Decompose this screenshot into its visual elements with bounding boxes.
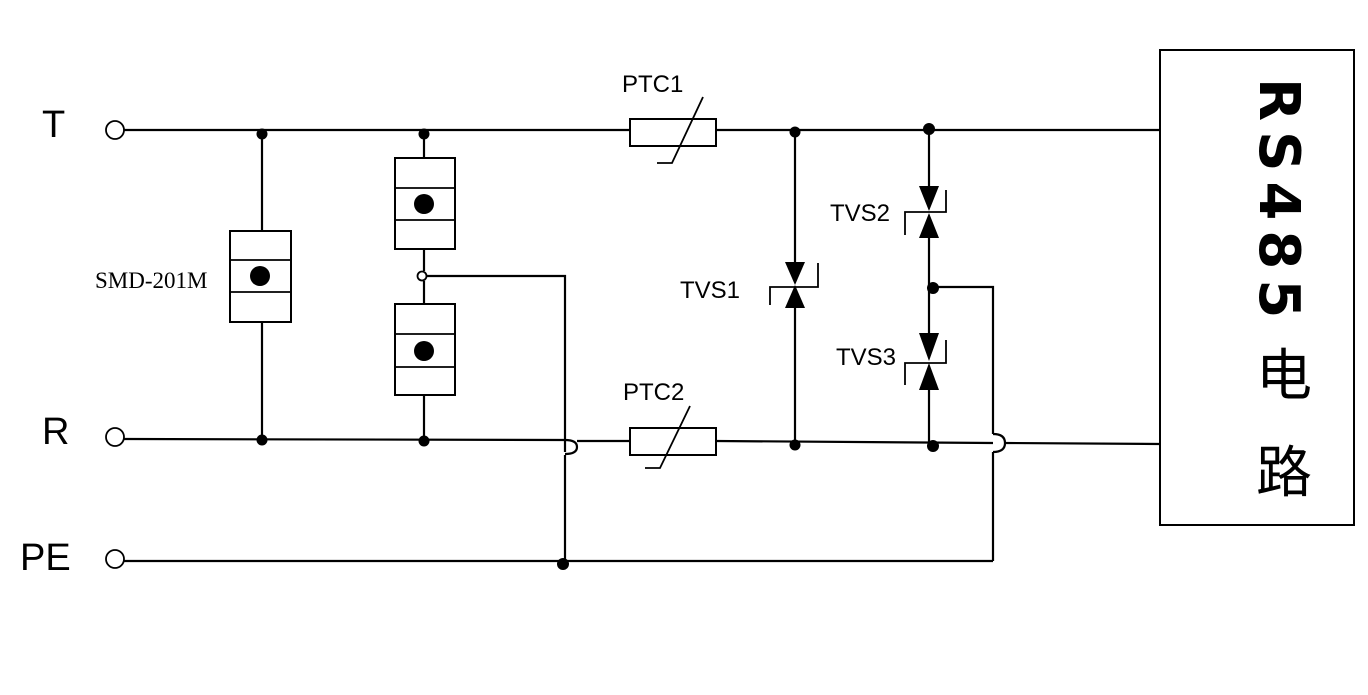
junction-dot — [256, 434, 268, 446]
terminal-pe — [105, 549, 125, 569]
tvs2-diode — [904, 133, 947, 333]
tvs-midpoint-to-pe — [933, 285, 1007, 561]
tvs3-diode — [904, 333, 947, 446]
terminal-label-r: R — [42, 411, 69, 453]
gdt-dual — [394, 134, 567, 561]
ptc1-thermistor — [629, 96, 717, 164]
terminal-label-pe: PE — [20, 537, 71, 579]
rs485-title: RS485 — [1246, 78, 1311, 328]
terminal-r — [105, 427, 125, 447]
junction-dot — [789, 439, 801, 451]
junction-dot — [418, 435, 430, 447]
svg-text:RS485: RS485 — [1246, 78, 1311, 328]
rs485-subtitle-1: 电 — [1256, 344, 1312, 409]
junction-dot — [256, 128, 268, 140]
ptc1-label: PTC1 — [622, 71, 683, 98]
junction-dot — [927, 282, 939, 294]
ptc2-thermistor — [629, 405, 717, 469]
tvs2-label: TVS2 — [830, 200, 890, 227]
junction-dot — [927, 440, 939, 452]
junction-dot — [789, 126, 801, 138]
terminal-t — [105, 120, 125, 140]
gdt-smd-201m — [229, 134, 292, 439]
terminal-label-t: T — [42, 104, 65, 146]
tvs3-label: TVS3 — [836, 344, 896, 371]
smd-label: SMD-201M — [95, 268, 207, 293]
junction-dot — [418, 128, 430, 140]
tvs1-label: TVS1 — [680, 277, 740, 304]
line-r — [123, 437, 1161, 456]
ptc2-label: PTC2 — [623, 379, 684, 406]
junction-dot — [557, 558, 569, 570]
tvs1-diode — [769, 133, 819, 444]
rs485-block — [1159, 49, 1355, 526]
rs485-subtitle-2: 路 — [1256, 441, 1312, 506]
junction-dot — [923, 123, 935, 135]
